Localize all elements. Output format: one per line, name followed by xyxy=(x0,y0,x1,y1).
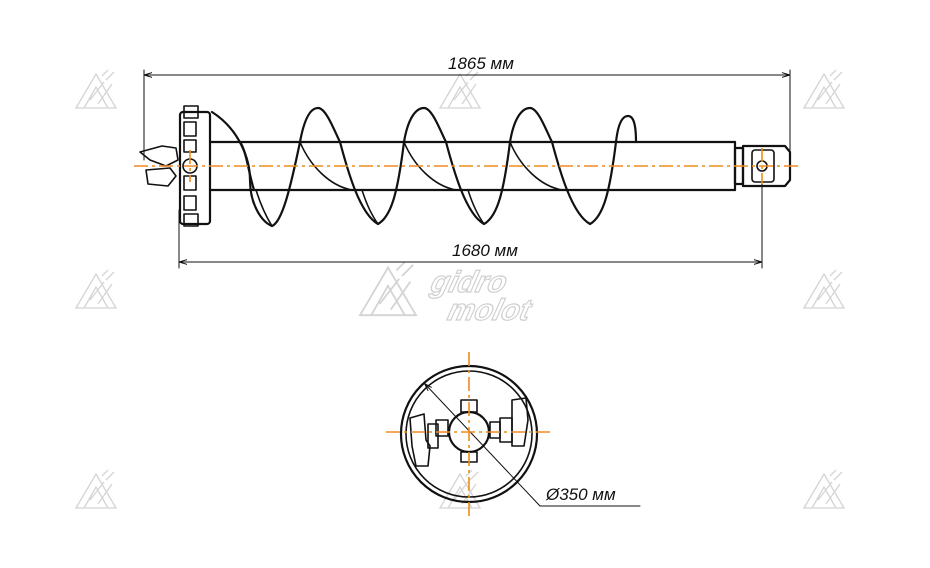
watermark-icon xyxy=(803,469,845,509)
watermark-icon xyxy=(439,69,481,109)
tooth xyxy=(183,105,199,119)
overall-length-dimension: 1865 мм xyxy=(143,54,791,161)
tooth xyxy=(183,195,197,211)
watermark-icon xyxy=(803,269,845,309)
pilot-bit xyxy=(139,145,179,167)
watermark-icon xyxy=(75,269,117,309)
flight-end xyxy=(614,114,638,144)
flight-turn xyxy=(270,140,302,228)
flight-crest xyxy=(508,106,554,144)
watermark-icon xyxy=(803,69,845,109)
flight-length-label: 1680 мм xyxy=(452,241,518,260)
flight-crest xyxy=(402,106,448,144)
flight-start xyxy=(210,110,274,228)
hex-drive xyxy=(741,144,792,188)
brand-text-line2: molot xyxy=(444,293,536,326)
diameter-label: Ø350 мм xyxy=(545,485,616,504)
auger-end-view: Ø350 мм xyxy=(386,352,641,516)
watermark-icon xyxy=(75,69,117,109)
tooth xyxy=(183,213,199,227)
flight-length-dimension: 1680 мм xyxy=(178,179,763,269)
cutting-head xyxy=(178,110,212,226)
tooth-left xyxy=(409,413,431,467)
brand-text-line1: gidro xyxy=(426,265,510,298)
flight-turn xyxy=(338,140,406,226)
overall-length-label: 1865 мм xyxy=(448,54,514,73)
flight-turn xyxy=(550,140,618,226)
flight-crest xyxy=(298,106,342,144)
watermark-logos: gidro molot xyxy=(75,69,845,509)
tooth xyxy=(183,121,197,137)
flight-turn xyxy=(444,140,512,226)
pilot-bit-lower xyxy=(145,167,177,187)
watermark-icon xyxy=(75,469,117,509)
brand-logo-icon xyxy=(359,261,417,317)
